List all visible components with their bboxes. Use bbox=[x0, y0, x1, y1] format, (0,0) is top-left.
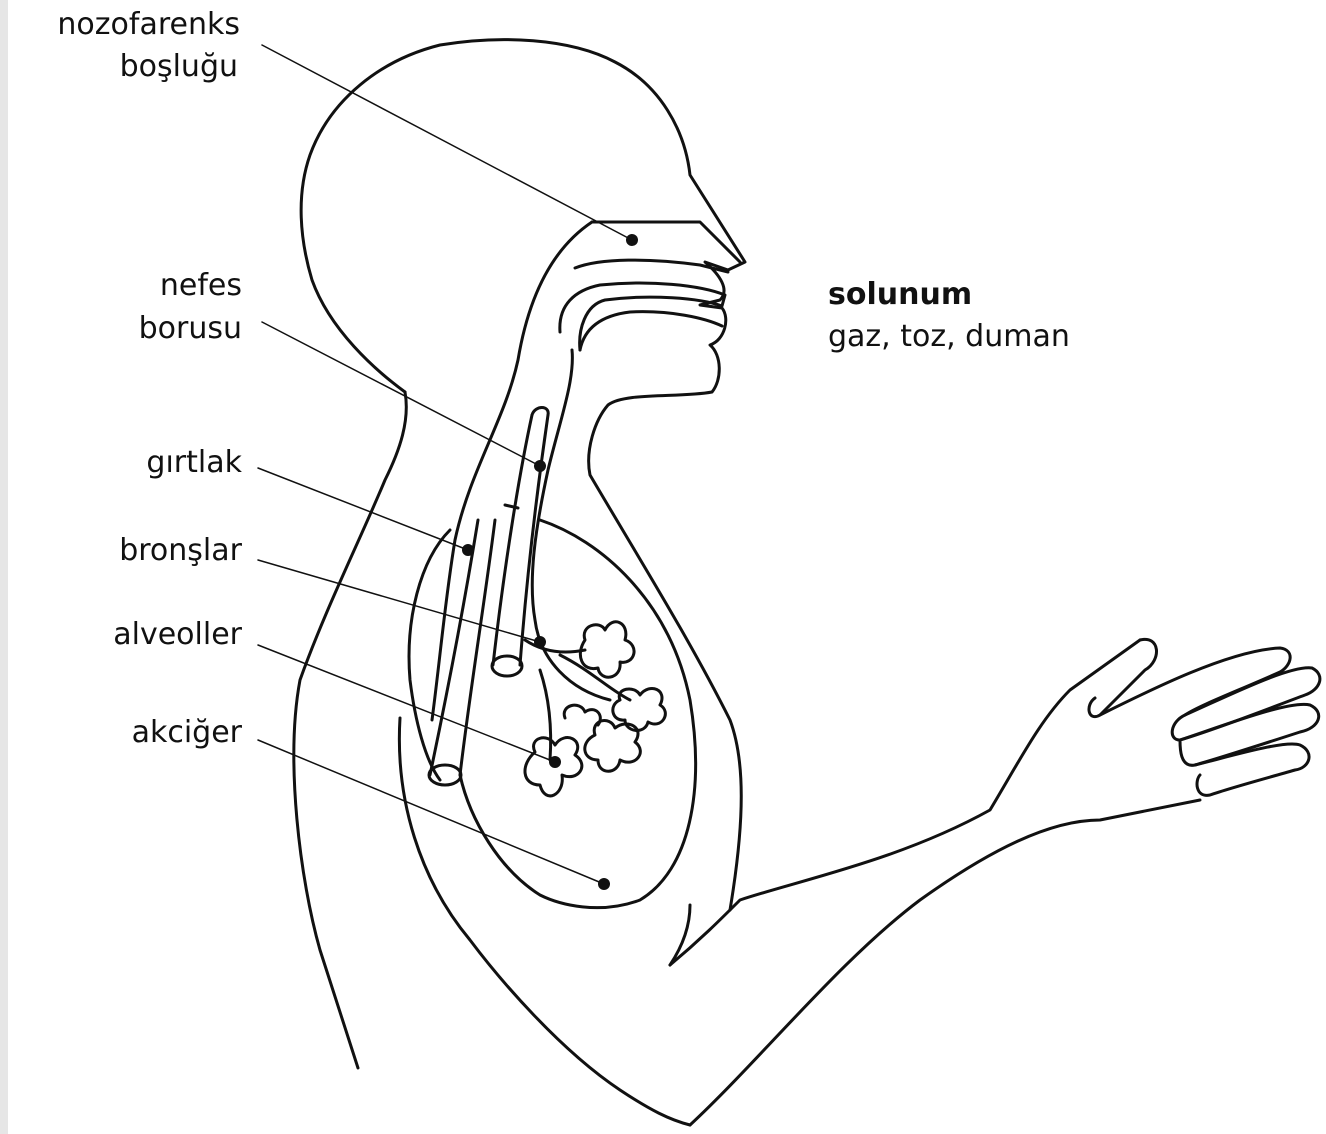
back-outline bbox=[294, 392, 406, 1068]
bronchi-branch-1 bbox=[525, 640, 585, 652]
dot-larynx bbox=[462, 544, 474, 556]
dot-alveoli bbox=[549, 756, 561, 768]
nasal-passage bbox=[592, 222, 740, 262]
leader-larynx bbox=[258, 468, 468, 550]
head-outline bbox=[301, 40, 745, 910]
dot-trachea bbox=[534, 460, 546, 472]
forearm-lower bbox=[690, 800, 1200, 1125]
lung-inner-left bbox=[409, 530, 450, 780]
label-trachea-line2: borusu bbox=[20, 308, 242, 350]
dot-lung bbox=[598, 878, 610, 890]
arm-lower bbox=[399, 718, 690, 1125]
bronchi-branch-2 bbox=[540, 670, 551, 760]
alveoli-cluster-5 bbox=[564, 705, 600, 725]
label-bronchi: bronşlar bbox=[20, 530, 242, 572]
route-title: solunum bbox=[828, 274, 972, 316]
trachea-end bbox=[492, 656, 522, 676]
route-items: gaz, toz, duman bbox=[828, 316, 1070, 358]
dot-nasopharynx bbox=[626, 234, 638, 246]
leader-alveoli bbox=[258, 645, 555, 762]
dot-bronchi bbox=[534, 636, 546, 648]
label-larynx: gırtlak bbox=[20, 442, 242, 484]
bronchus-left-a bbox=[430, 520, 478, 775]
label-lung: akciğer bbox=[20, 712, 242, 754]
alveoli-cluster-1 bbox=[580, 622, 634, 677]
label-nasopharynx-line2: boşluğu bbox=[20, 46, 238, 88]
finger-4 bbox=[1195, 744, 1309, 795]
leader-nasopharynx bbox=[262, 45, 632, 240]
trachea-top bbox=[532, 408, 548, 416]
leader-bronchi bbox=[258, 560, 540, 642]
label-trachea-line1: nefes bbox=[20, 265, 242, 307]
label-nasopharynx-line1: nozofarenks bbox=[20, 4, 240, 46]
lung-outline bbox=[460, 520, 696, 908]
label-alveoli: alveoller bbox=[20, 614, 242, 656]
mouth-floor bbox=[580, 312, 722, 350]
